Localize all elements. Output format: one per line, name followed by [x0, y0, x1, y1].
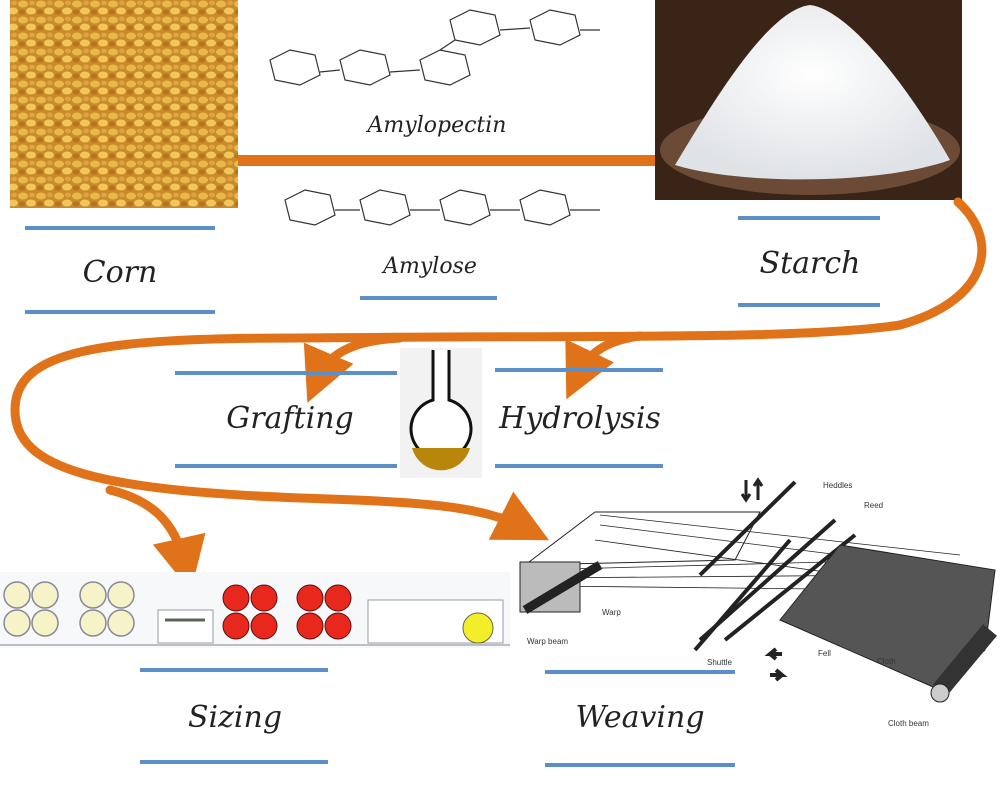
flow-arrow-to-grafting — [303, 333, 405, 403]
svg-text:Cloth: Cloth — [877, 657, 896, 666]
amylopectin-label: Amylopectin — [366, 113, 507, 138]
svg-text:Shuttle: Shuttle — [707, 658, 732, 667]
svg-text:Warp: Warp — [602, 608, 621, 617]
flow-arrow-to-sizing — [105, 485, 206, 592]
flask-icon — [400, 348, 482, 478]
hydrolysis-label: Hydrolysis — [498, 401, 661, 436]
divider-bar — [238, 155, 658, 166]
starch-image — [655, 0, 962, 200]
starch-label: Starch — [760, 246, 861, 281]
amylose-label: Amylose — [381, 254, 477, 279]
amylose-structure — [284, 189, 600, 226]
svg-text:Reed: Reed — [864, 501, 883, 510]
amylopectin-structure — [269, 9, 600, 86]
svg-text:Cloth beam: Cloth beam — [888, 719, 929, 728]
svg-text:Fell: Fell — [818, 649, 831, 658]
svg-text:Heddles: Heddles — [823, 481, 852, 490]
sizing-machine — [0, 572, 510, 648]
corn-label: Corn — [83, 255, 158, 290]
flow-arrow-to-weaving — [10, 197, 987, 541]
grafting-label: Grafting — [226, 401, 353, 436]
sizing-label: Sizing — [188, 700, 282, 735]
loom-labels: Heddles Reed Warp Warp beam Shuttle Fell… — [527, 481, 929, 728]
corn-image — [10, 0, 238, 208]
loom-diagram — [519, 477, 997, 703]
weaving-label: Weaving — [575, 700, 704, 735]
svg-text:Warp beam: Warp beam — [527, 637, 568, 646]
